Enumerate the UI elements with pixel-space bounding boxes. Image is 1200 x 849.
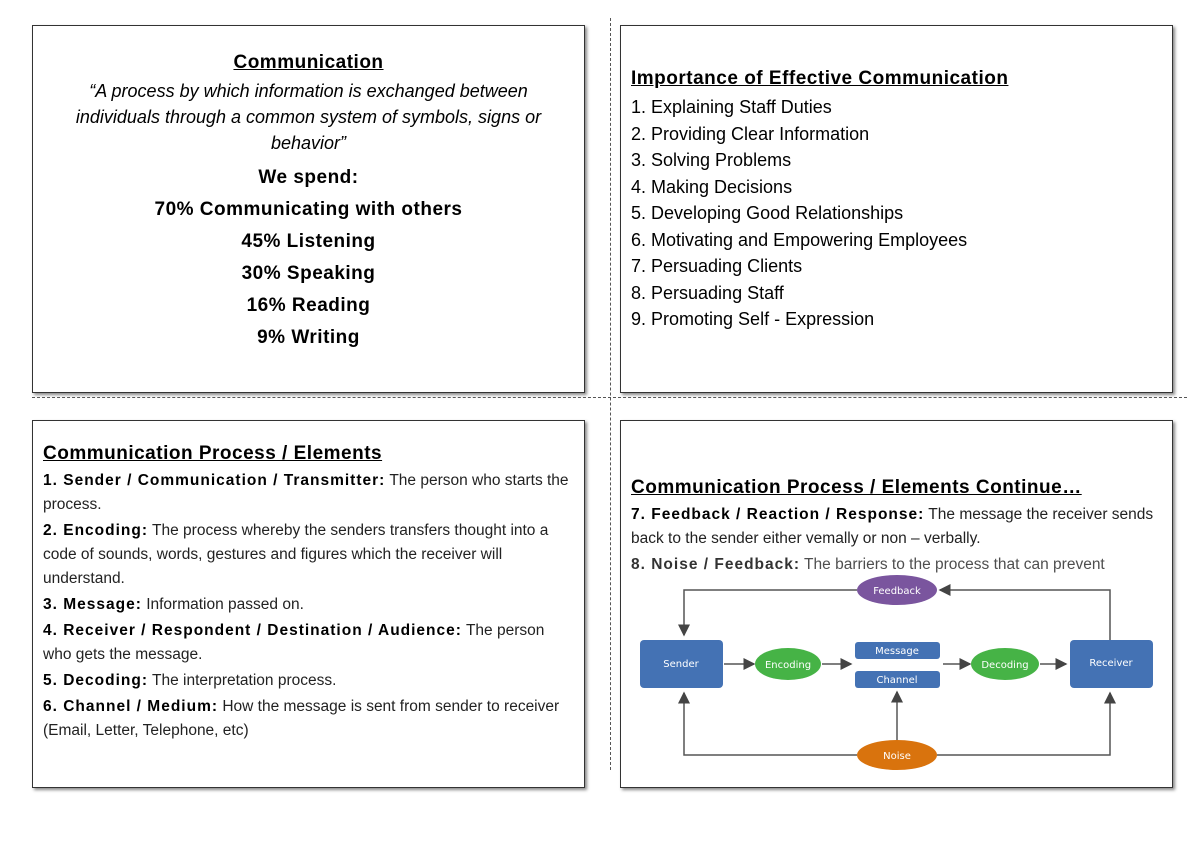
term: 1. Sender / Communication / Transmitter: <box>43 472 386 489</box>
decoding-node <box>971 648 1039 680</box>
feedback-label: Feedback <box>873 586 921 597</box>
message-label: Message <box>875 646 919 657</box>
element-item: 8. Noise / Feedback: The barriers to the… <box>631 553 1162 583</box>
term: 7. Feedback / Reaction / Response: <box>631 506 925 523</box>
desc: The interpretation process. <box>148 672 337 689</box>
card-importance: Importance of Effective Communication 1.… <box>620 25 1173 393</box>
term: 5. Decoding: <box>43 672 149 689</box>
term: 6. Channel / Medium: <box>43 698 219 715</box>
encoding-label: Encoding <box>765 660 811 671</box>
spend-label: We spend: <box>258 167 359 188</box>
arrow <box>678 691 857 756</box>
arrow <box>937 691 1116 756</box>
card-title: Communication Process / Elements <box>43 443 383 464</box>
desc: Information passed on. <box>141 596 304 613</box>
decoding-label: Decoding <box>981 660 1028 671</box>
stat: 30% Speaking <box>241 263 376 284</box>
stat: 45% Listening <box>241 231 376 252</box>
encoding-node <box>755 648 821 680</box>
card-title: Importance of Effective Communication <box>631 68 1009 89</box>
element-item: 5. Decoding: The interpretation process. <box>43 669 574 693</box>
receiver-node <box>1070 640 1153 688</box>
list-item: 5. Developing Good Relationships <box>631 203 904 223</box>
term: 2. Encoding: <box>43 522 148 539</box>
element-item: 3. Message: Information passed on. <box>43 593 574 617</box>
stat: 70% Communicating with others <box>154 199 463 220</box>
desc: How the message is sent from sender to r… <box>43 698 560 739</box>
list-item: 1. Explaining Staff Duties <box>631 97 832 117</box>
definition-quote: “A process by which information is excha… <box>75 81 542 153</box>
element-item: 7. Feedback / Reaction / Response: The m… <box>631 503 1162 551</box>
list-item: 6. Motivating and Empowering Employees <box>631 229 968 250</box>
stat: 16% Reading <box>246 295 371 316</box>
card-title: Communication <box>233 52 384 73</box>
channel-label: Channel <box>876 675 917 686</box>
list-item: 3. Solving Problems <box>631 150 792 170</box>
cut-line-horizontal <box>32 397 1187 398</box>
element-item: 2. Encoding: The process whereby the sen… <box>43 519 574 591</box>
card-communication: Communication “A process by which inform… <box>32 25 585 393</box>
card-process-elements: Communication Process / Elements 1. Send… <box>32 420 585 788</box>
channel-node <box>855 671 940 688</box>
desc: The person who starts the process. <box>43 472 569 513</box>
element-item: 6. Channel / Medium: How the message is … <box>43 695 574 743</box>
list-item: 9. Promoting Self - Expression <box>631 309 875 329</box>
importance-list: 1. Explaining Staff Duties 2. Providing … <box>621 94 1172 333</box>
list-item: 4. Making Decisions <box>631 176 793 197</box>
desc: The person who gets the message. <box>43 622 545 663</box>
term: 4. Receiver / Respondent / Destination /… <box>43 622 462 639</box>
stat: 9% Writing <box>257 327 360 348</box>
sender-label: Sender <box>663 659 699 670</box>
arrow <box>938 584 1111 640</box>
desc: The process whereby the senders transfer… <box>43 522 549 587</box>
feedback-node <box>857 575 937 605</box>
list-item: 7. Persuading Clients <box>631 256 803 276</box>
term: 3. Message: <box>43 596 142 613</box>
list-item: 8. Persuading Staff <box>631 282 784 303</box>
element-item: 1. Sender / Communication / Transmitter:… <box>43 469 574 517</box>
term: 8. Noise / Feedback: <box>631 556 801 573</box>
list-item: 2. Providing Clear Information <box>631 123 870 144</box>
desc: The message the receiver sends back to t… <box>631 506 1154 547</box>
cut-line-vertical <box>610 18 611 770</box>
noise-label: Noise <box>883 751 911 762</box>
card-title: Communication Process / Elements Continu… <box>631 477 1082 498</box>
arrow <box>678 589 857 637</box>
element-item: 4. Receiver / Respondent / Destination /… <box>43 619 574 667</box>
message-node <box>855 642 940 659</box>
desc: The barriers to the process that can pre… <box>800 556 1105 573</box>
sender-node <box>640 640 723 688</box>
noise-node <box>857 740 937 770</box>
receiver-label: Receiver <box>1089 658 1133 669</box>
